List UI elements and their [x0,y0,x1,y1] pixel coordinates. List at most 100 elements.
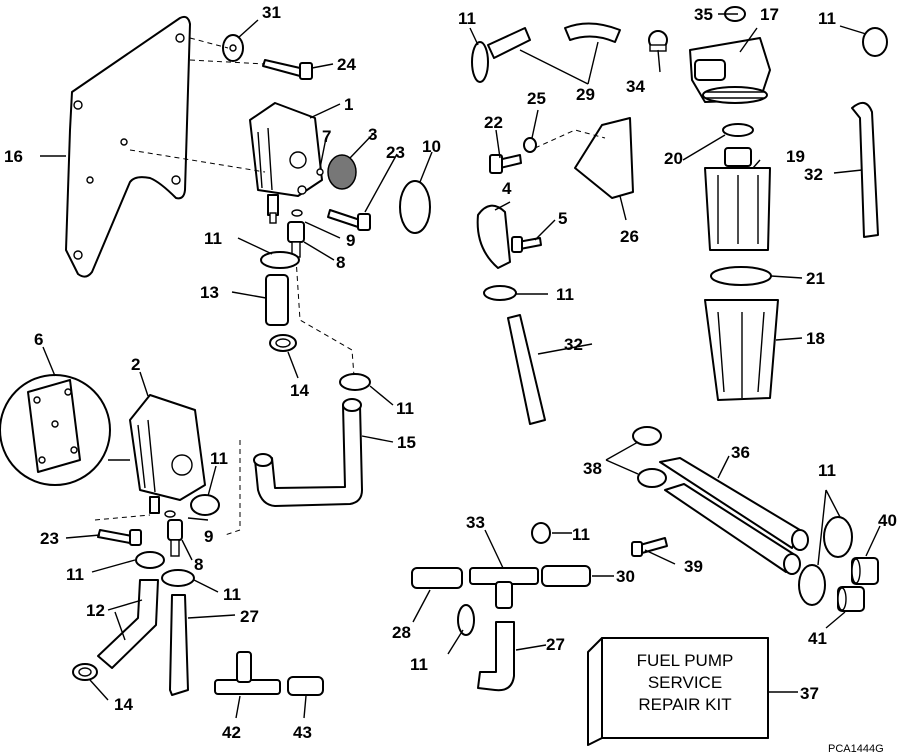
clamp-11-l [457,604,475,636]
callout-21: 21 [806,269,825,288]
callout-10: 10 [422,137,441,156]
callout-38: 38 [583,459,602,478]
o-ring-21 [710,266,772,286]
fuel-pump-2 [129,394,206,514]
callout-11-b: 11 [210,449,228,468]
callout-36: 36 [731,443,750,462]
callout-41: 41 [808,629,827,648]
check-ball-7 [316,168,324,176]
callout-43: 43 [293,723,312,742]
callout-11-k: 11 [572,525,590,544]
hose-27-left [169,594,189,696]
callout-37: 37 [800,684,819,703]
callout-11-i: 11 [818,461,836,480]
callout-3: 3 [368,125,377,144]
callout-11-e: 11 [396,399,414,418]
callout-29: 29 [576,85,595,104]
hose-29-b [564,22,621,43]
screw-22 [489,154,522,174]
hose-30 [541,565,591,587]
callout-25: 25 [527,89,546,108]
tee-42 [214,651,281,695]
callout-42: 42 [222,723,241,742]
clamp-11-k [531,522,551,544]
hose-32-right [851,101,879,238]
callout-11-c: 11 [66,565,84,584]
callout-8-upper: 8 [336,253,345,272]
callout-32-mid: 32 [564,335,583,354]
callout-34: 34 [626,77,645,96]
callout-19: 19 [786,147,805,166]
callout-11-d: 11 [223,585,241,604]
hose-assembly-36 [659,457,809,575]
callout-9-lower: 9 [204,527,213,546]
kit-label-line2: SERVICE [648,673,722,692]
washer-25 [523,137,537,153]
clamp-11-i [823,516,853,558]
callout-11-h: 11 [556,285,574,304]
callout-32-right: 32 [804,165,823,184]
kit-label-line1: FUEL PUMP [637,651,734,670]
o-ring-9 [291,209,303,217]
screw-23-lower [97,529,142,546]
screw-24 [262,59,313,80]
callout-40: 40 [878,511,897,530]
hose-12 [97,579,159,669]
drawing-code: PCA1444G [828,743,884,755]
callout-39: 39 [684,557,703,576]
hose-27-right [477,621,515,692]
callout-8-lower: 8 [194,555,203,574]
filter-element-19 [704,147,771,251]
callout-20: 20 [664,149,683,168]
clamp-11-j [798,564,826,606]
o-ring-10 [399,180,431,234]
callout-23-lower: 23 [40,529,59,548]
fitting-8 [287,221,305,258]
callout-26: 26 [620,227,639,246]
callout-7: 7 [322,127,331,146]
hose-32-mid [507,314,546,425]
callout-15: 15 [397,433,416,452]
clamp-14-upper [269,334,297,352]
callout-9-upper: 9 [346,231,355,250]
hose-29-a [487,27,531,59]
callout-23-upper: 23 [386,143,405,162]
screw-5 [511,236,542,253]
callout-1: 1 [344,95,353,114]
mounting-plate-16 [65,15,191,278]
callout-31: 31 [262,3,281,22]
callout-18: 18 [806,329,825,348]
callout-28: 28 [392,623,411,642]
hose-43 [287,676,324,696]
hose-15 [254,404,363,507]
callout-33: 33 [466,513,485,532]
o-ring-9-lower [164,510,176,518]
callout-35: 35 [694,5,713,24]
clamp-11-g [862,27,888,57]
callout-30: 30 [616,567,635,586]
callout-labels: 31 24 1 7 3 23 10 16 9 8 11 13 14 11 15 … [4,3,897,742]
tee-33 [469,567,539,609]
callout-5: 5 [558,209,567,228]
clamp-11-f [471,41,489,83]
clamp-14-lower [72,663,98,681]
clamp-34 [648,30,668,52]
kit-label-line3: REPAIR KIT [638,695,731,714]
callout-12: 12 [86,601,105,620]
filter-head-17 [689,37,771,104]
callout-27-right: 27 [546,635,565,654]
leader-lines [40,13,881,719]
callout-11-g: 11 [818,9,836,28]
clamp-11-a [260,251,300,269]
clamp-11-e [339,373,371,391]
callout-17: 17 [760,5,779,24]
callout-24: 24 [337,55,356,74]
bracket-26 [574,117,634,199]
clamp-11-b [190,494,220,516]
clamp-38-a [632,426,662,446]
callout-27-left: 27 [240,607,259,626]
callout-22: 22 [484,113,503,132]
clamp-11-d [161,569,195,587]
fitting-8-lower [167,519,183,557]
